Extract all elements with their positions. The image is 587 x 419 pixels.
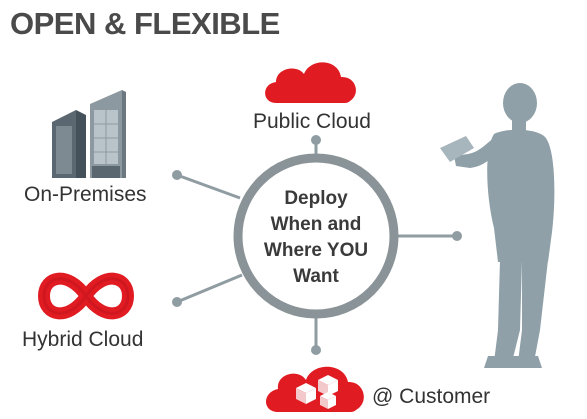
page-title: OPEN & FLEXIBLE [10,6,280,41]
person-with-tablet-silhouette [440,83,555,368]
hub-line-2: When and [270,214,362,235]
at-customer-label: @ Customer [372,385,491,408]
connector-lower-left [176,273,243,304]
hub-line-3: Where YOU [263,240,369,261]
connector-upper-left [176,173,241,200]
cloud-icon [265,62,356,103]
connector-lines [172,135,462,355]
hub-ring [233,153,399,319]
connector-dot-upper-left [172,170,182,180]
infinity-icon [38,272,134,320]
public-cloud-label: Public Cloud [253,110,371,133]
connector-dot-bottom [311,345,321,355]
hub-line-4: Want [293,266,339,287]
cloud-boxes-icon [266,366,364,412]
hybrid-cloud-label: Hybrid Cloud [22,328,144,351]
on-premises-label: On-Premises [24,183,147,206]
connector-dot-top [311,135,321,145]
connector-dot-lower-left [172,297,182,307]
connector-dot-right [452,231,462,241]
buildings-icon [52,90,126,178]
hub-line-1: Deploy [284,188,348,209]
hub-text: Deploy When and Where YOU Want [240,186,392,290]
